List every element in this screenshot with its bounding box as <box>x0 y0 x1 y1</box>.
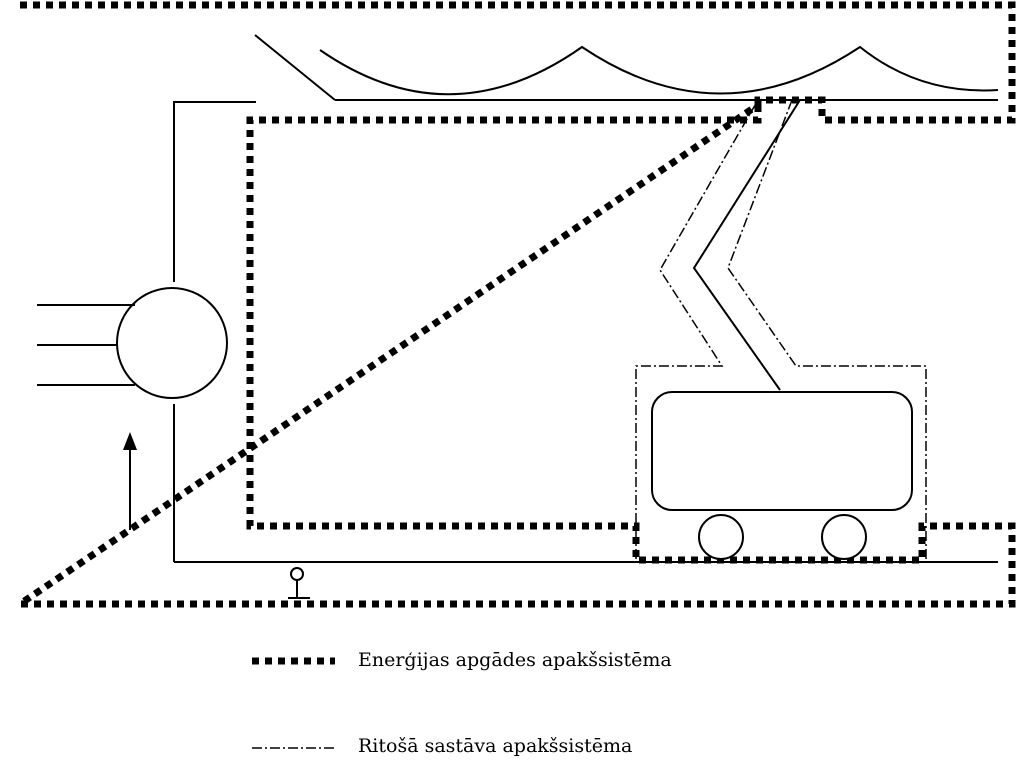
substation-circle <box>116 287 228 399</box>
catenary-anchor-line <box>254 34 336 101</box>
legend-label-energy-supply: Enerģijas apgādes apakšsistēma <box>358 649 672 671</box>
rolling-stock-boundary <box>635 99 927 563</box>
wheel-left <box>698 514 744 560</box>
catenary <box>254 34 999 101</box>
legend: Enerģijas apgādes apakšsistēma Ritošā sa… <box>252 649 672 757</box>
train-vehicle <box>651 391 913 560</box>
legend-label-rolling-stock: Ritošā sastāva apakšsistēma <box>358 735 632 757</box>
ground-icon <box>288 567 310 599</box>
wheel-right <box>821 514 867 560</box>
feeder-to-catenary <box>173 101 256 282</box>
substation <box>37 287 228 399</box>
energy-supply-boundary-outer <box>8 1 1016 608</box>
up-arrow-icon <box>123 432 137 530</box>
messenger-wire <box>319 45 999 96</box>
pantograph <box>692 99 801 391</box>
vehicle-body <box>651 391 913 511</box>
